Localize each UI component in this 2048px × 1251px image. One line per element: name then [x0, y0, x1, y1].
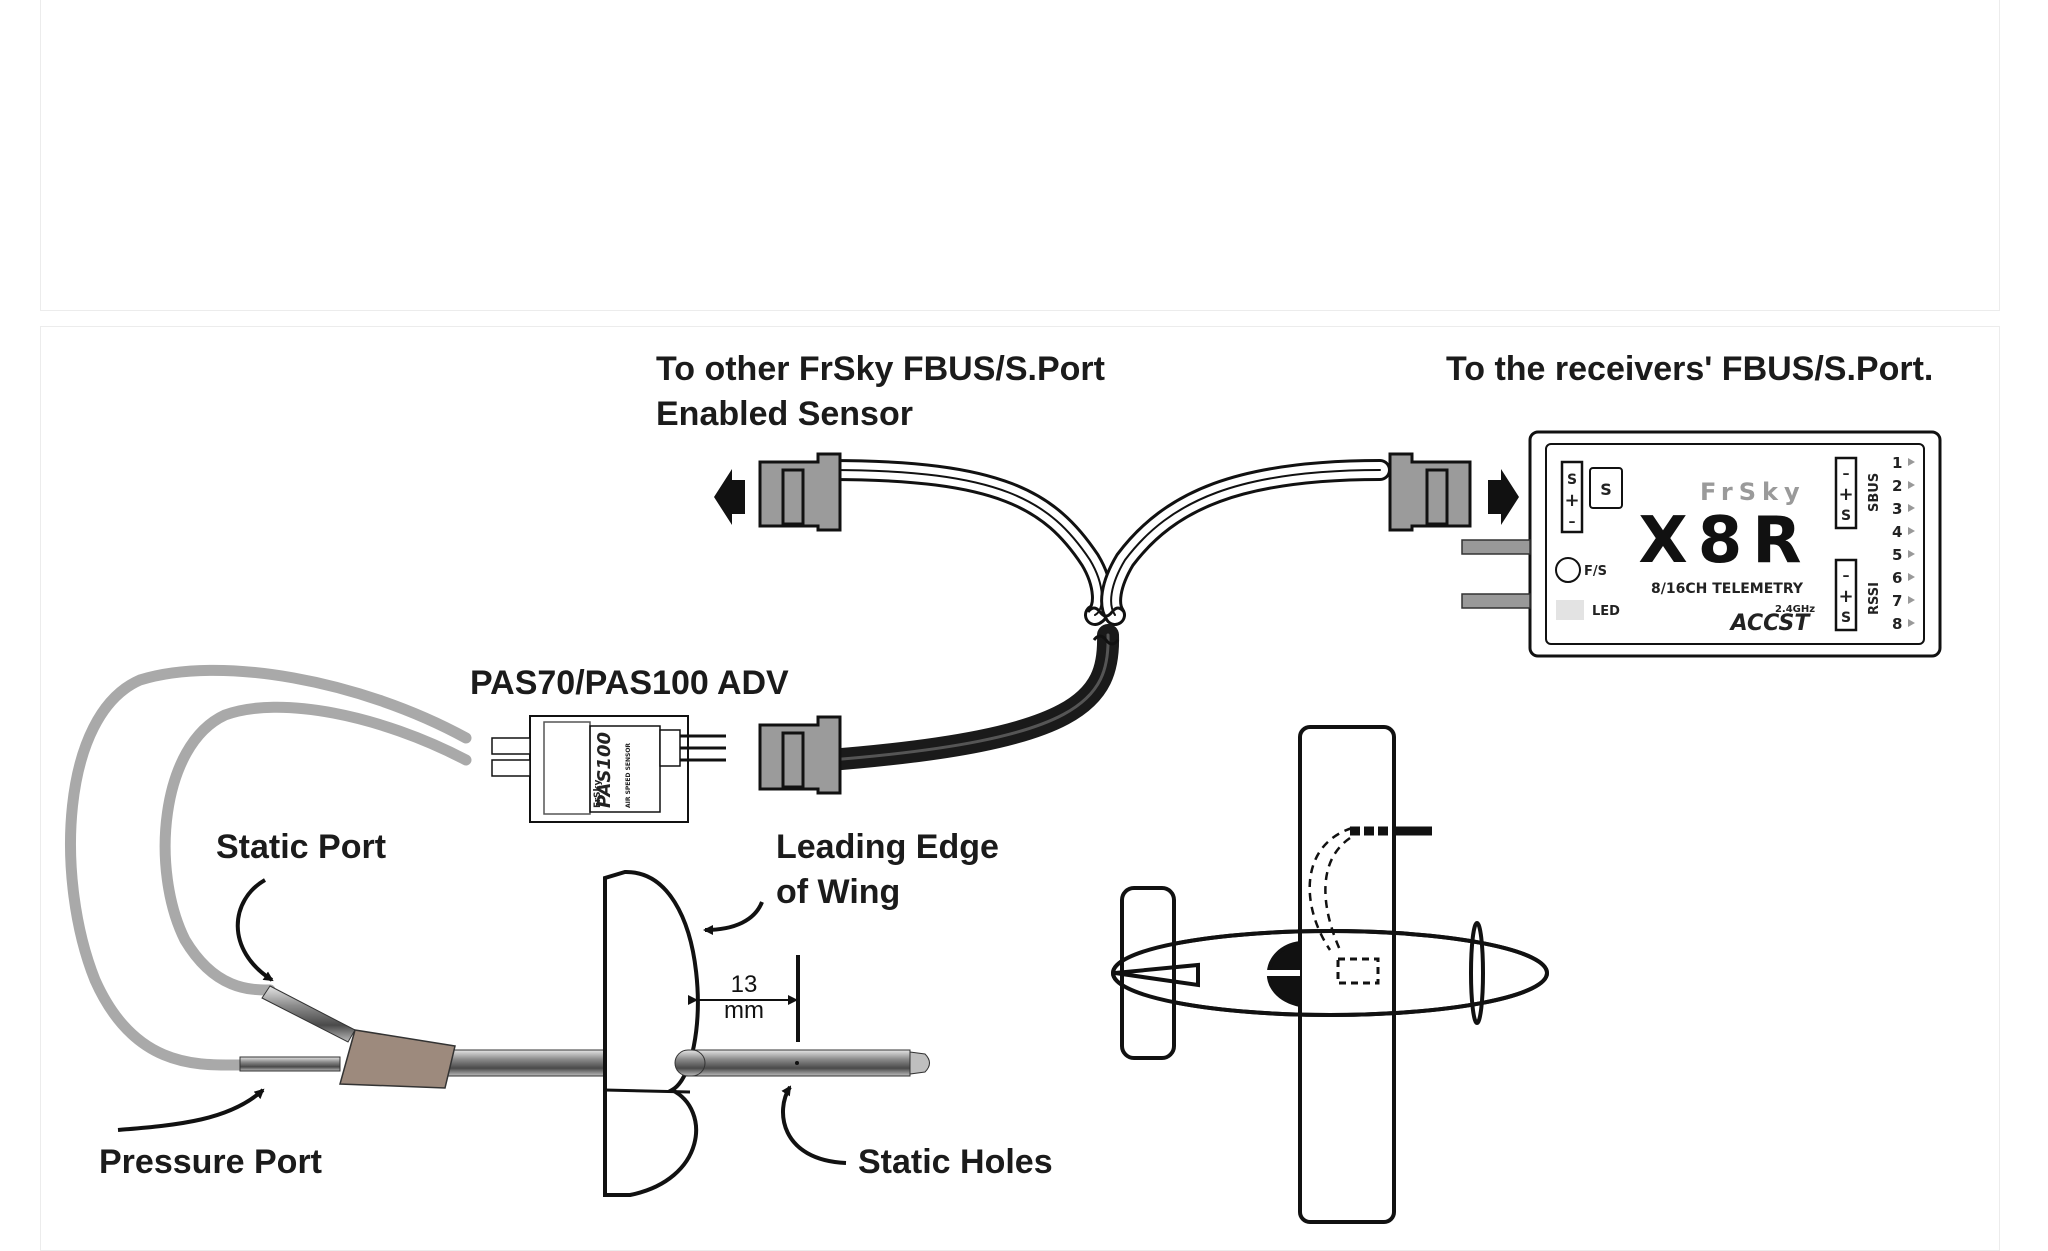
- channel-number: 2: [1892, 477, 1902, 495]
- channel-pin-icon: [1908, 504, 1915, 512]
- receiver-protocol: ACCST: [1729, 611, 1812, 636]
- rssi-label: RSSI: [1867, 582, 1882, 615]
- channel-pin-icon: [1908, 596, 1915, 604]
- svg-text:–: –: [1843, 568, 1850, 584]
- label-other-sensor-line2: Enabled Sensor: [656, 395, 913, 433]
- channel-pin-icon: [1908, 550, 1915, 558]
- channel-number: 7: [1892, 592, 1902, 610]
- sbus-label: SBUS: [1867, 473, 1882, 512]
- channel-pin-icon: [1908, 481, 1915, 489]
- distance-value: 13: [731, 971, 758, 998]
- x8r-receiver: S + – S FrSky X8R 8/16CH TELEMETRY ACCST…: [1461, 430, 1942, 658]
- label-pressure-port: Pressure Port: [99, 1143, 322, 1181]
- silicone-tubes: [65, 664, 472, 1071]
- channel-pin-icon: [1908, 458, 1915, 466]
- fs-label: F/S: [1584, 564, 1607, 579]
- channel-number: 5: [1892, 546, 1902, 564]
- servo-connector-top-left: [758, 452, 842, 532]
- receiver-subtitle: 8/16CH TELEMETRY: [1651, 581, 1804, 597]
- receiver-brand: FrSky: [1700, 478, 1806, 506]
- svg-text:+: +: [1564, 490, 1579, 511]
- svg-text:S: S: [1567, 472, 1577, 488]
- label-static-port: Static Port: [216, 828, 386, 866]
- y-cable: [819, 459, 1391, 771]
- pointer-arrows: [117, 878, 847, 1165]
- channel-number: 6: [1892, 569, 1902, 587]
- blank-top-panel: [40, 0, 2000, 311]
- channel-pin-icon: [1908, 573, 1915, 581]
- arrow-left-icon: [714, 469, 745, 525]
- receiver-band: 2.4GHz: [1775, 604, 1815, 615]
- svg-text:+: +: [1838, 484, 1853, 505]
- svg-text:S: S: [1841, 610, 1851, 626]
- arrow-right-icon: [1488, 469, 1519, 525]
- dimension-13mm: 13 mm: [688, 955, 800, 1042]
- label-leading-edge-line2: of Wing: [776, 873, 900, 911]
- channel-number: 1: [1892, 454, 1902, 472]
- label-leading-edge-line1: Leading Edge: [776, 828, 999, 866]
- sensor-model: PAS100: [594, 732, 615, 808]
- sensor-brand: FrSky: [593, 780, 603, 808]
- label-receiver-port: To the receivers' FBUS/S.Port.: [1446, 350, 1933, 388]
- failsafe-button: [1555, 557, 1581, 583]
- wing-profile: [603, 869, 706, 1197]
- channel-number: 8: [1892, 615, 1902, 633]
- svg-text:–: –: [1569, 514, 1576, 530]
- svg-text:+: +: [1838, 586, 1853, 607]
- label-sensor-model: PAS70/PAS100 ADV: [470, 664, 789, 702]
- sensor-caption: AIR SPEED SENSOR: [625, 743, 632, 808]
- label-static-holes: Static Holes: [858, 1143, 1053, 1181]
- smart-port-logo: [1589, 467, 1623, 509]
- channel-pin-icon: [1908, 619, 1915, 627]
- pas100-sensor: PAS100 FrSky AIR SPEED SENSOR: [491, 715, 726, 823]
- led-indicator: [1556, 600, 1584, 620]
- channel-number: 4: [1892, 523, 1902, 541]
- pitot-probe: [239, 985, 930, 1089]
- svg-text:S: S: [1841, 508, 1851, 524]
- airplane-top-view: [1111, 725, 1549, 1224]
- servo-connector-top-right: [1388, 452, 1472, 532]
- receiver-model: X8R: [1638, 504, 1811, 578]
- servo-connector-sensor: [758, 715, 842, 795]
- svg-text:–: –: [1843, 466, 1850, 482]
- label-other-sensor-line1: To other FrSky FBUS/S.Port: [656, 350, 1105, 388]
- svg-text:S: S: [1600, 480, 1612, 499]
- channel-pin-icon: [1908, 527, 1915, 535]
- channel-list: 1 2 3 4 5 6 7 8: [1892, 454, 1915, 633]
- distance-unit: mm: [724, 997, 764, 1024]
- led-label: LED: [1592, 604, 1620, 619]
- channel-number: 3: [1892, 500, 1902, 518]
